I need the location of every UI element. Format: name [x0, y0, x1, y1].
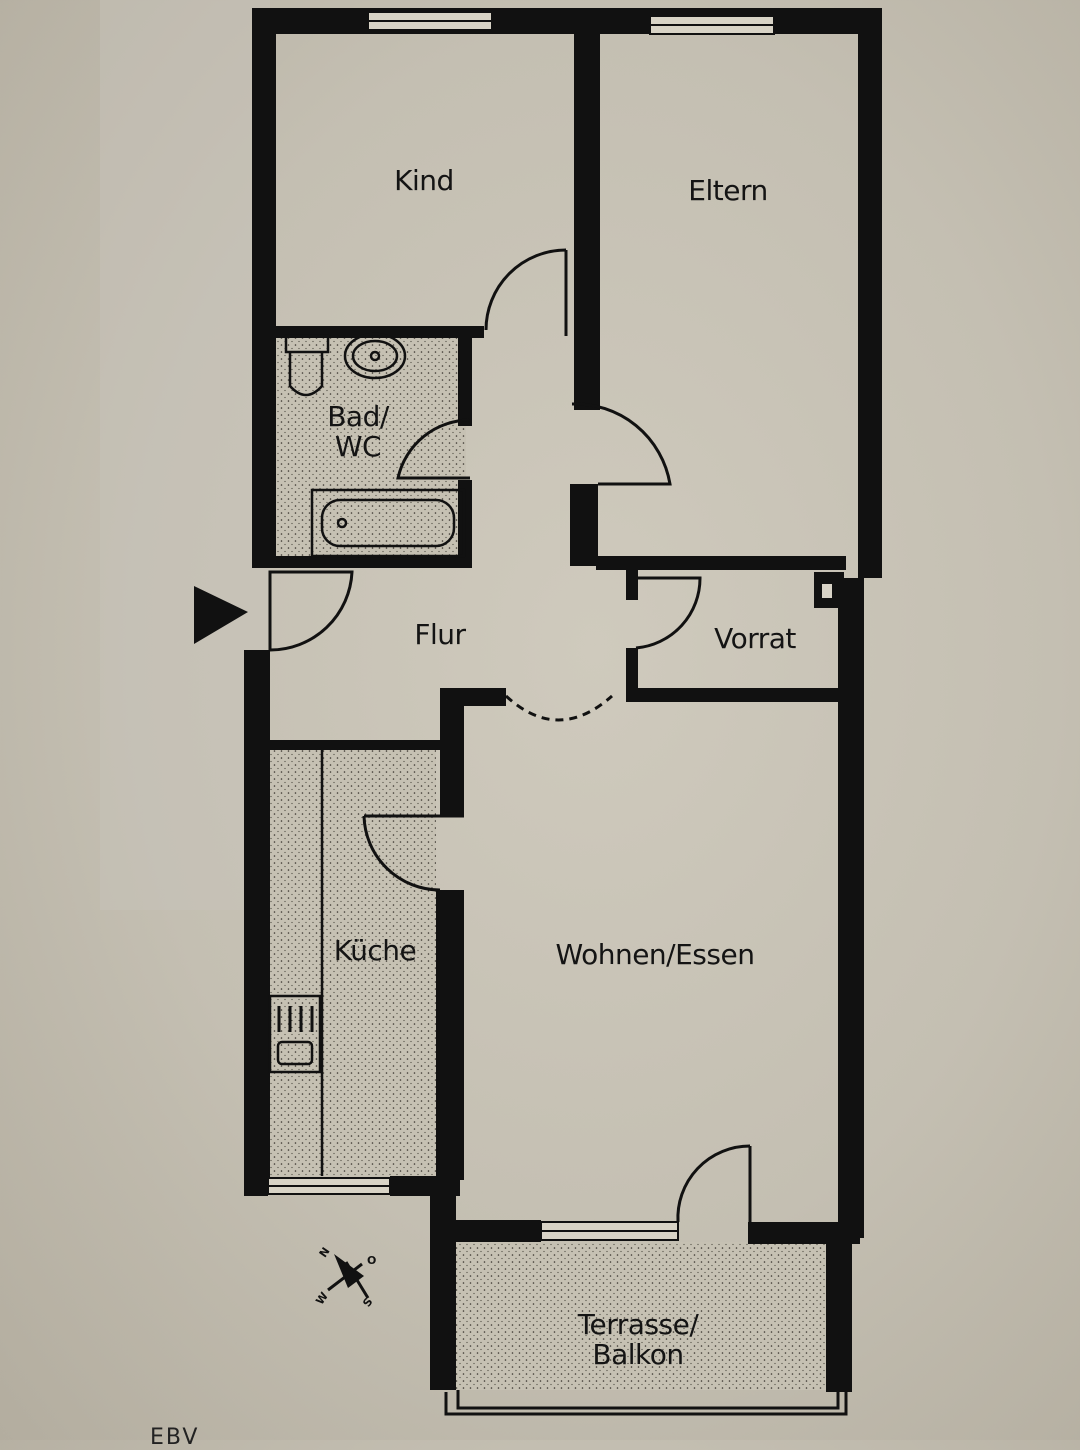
terrace-floor [455, 1242, 831, 1390]
room-label-bad-line2: WC [334, 430, 382, 463]
room-label-bad-line1: Bad/ [327, 400, 389, 433]
footer-partial-text: EBV [150, 1425, 200, 1450]
bathroom-floor [274, 336, 466, 562]
room-label-vorrat: Vorrat [714, 622, 796, 655]
room-label-flur: Flur [414, 618, 466, 651]
room-label-terrasse-line2: Balkon [592, 1338, 684, 1371]
room-label-kueche: Küche [333, 934, 417, 967]
entrance-arrow-icon [194, 586, 248, 644]
room-label-bad: Bad/ WC [327, 402, 389, 462]
room-label-kind: Kind [394, 164, 454, 197]
room-label-eltern: Eltern [688, 174, 768, 207]
background-shade [100, 0, 270, 910]
room-label-terrasse: Terrasse/ Balkon [578, 1310, 699, 1370]
room-label-terrasse-line1: Terrasse/ [577, 1308, 699, 1341]
compass-icon [327, 1254, 370, 1299]
room-label-wohnen: Wohnen/Essen [555, 938, 755, 971]
kitchen-floor [268, 748, 436, 1176]
compass-east: O [367, 1254, 377, 1267]
